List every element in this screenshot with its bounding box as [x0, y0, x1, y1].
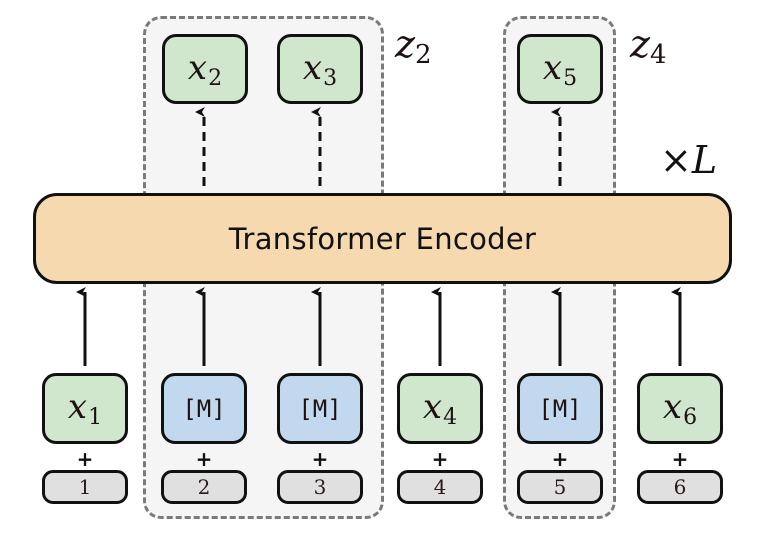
input-token-x4: x4	[397, 373, 483, 444]
output-token-x5: x5	[517, 34, 603, 104]
output-token-x2: x2	[162, 34, 248, 104]
plus-sign: +	[671, 447, 689, 471]
output-token-label: x2	[187, 47, 223, 91]
mask-token-label: [M]	[298, 394, 342, 423]
group-label-var: z	[630, 22, 651, 66]
input-token-x1: x1	[42, 373, 128, 444]
position-embedding-3: 3	[277, 470, 363, 504]
plus-sign: +	[311, 447, 329, 471]
input-mask-token-5: [M]	[517, 373, 603, 444]
encoder-label: Transformer Encoder	[228, 221, 537, 256]
output-token-x3: x3	[277, 34, 363, 104]
output-token-label: x3	[302, 47, 338, 91]
position-embedding-5: 5	[517, 470, 603, 504]
plus-sign: +	[431, 447, 449, 471]
input-token-label: x6	[662, 387, 698, 430]
position-embedding-4: 4	[397, 470, 483, 504]
group-label-var: z	[395, 22, 416, 66]
position-embedding-1: 1	[42, 470, 128, 504]
position-embedding-2: 2	[161, 470, 247, 504]
plus-sign: +	[76, 447, 94, 471]
input-mask-token-2: [M]	[161, 373, 247, 444]
input-token-label: x1	[67, 387, 103, 430]
layer-repeat-label: ×L	[660, 138, 717, 182]
input-token-x6: x6	[637, 373, 723, 444]
mask-token-label: [M]	[182, 394, 226, 423]
group-label-sub: 4	[650, 40, 667, 70]
group-label-z4: z4	[630, 22, 667, 70]
plus-sign: +	[195, 447, 213, 471]
input-token-label: x4	[422, 387, 458, 430]
layer-count-var: L	[691, 138, 718, 182]
position-embedding-6: 6	[637, 470, 723, 504]
plus-sign: +	[551, 447, 569, 471]
mask-token-label: [M]	[538, 394, 582, 423]
times-symbol: ×	[660, 138, 692, 182]
output-token-label: x5	[542, 47, 578, 91]
transformer-encoder: Transformer Encoder	[33, 193, 732, 284]
group-label-sub: 2	[415, 40, 432, 70]
group-label-z2: z2	[395, 22, 432, 70]
input-mask-token-3: [M]	[277, 373, 363, 444]
